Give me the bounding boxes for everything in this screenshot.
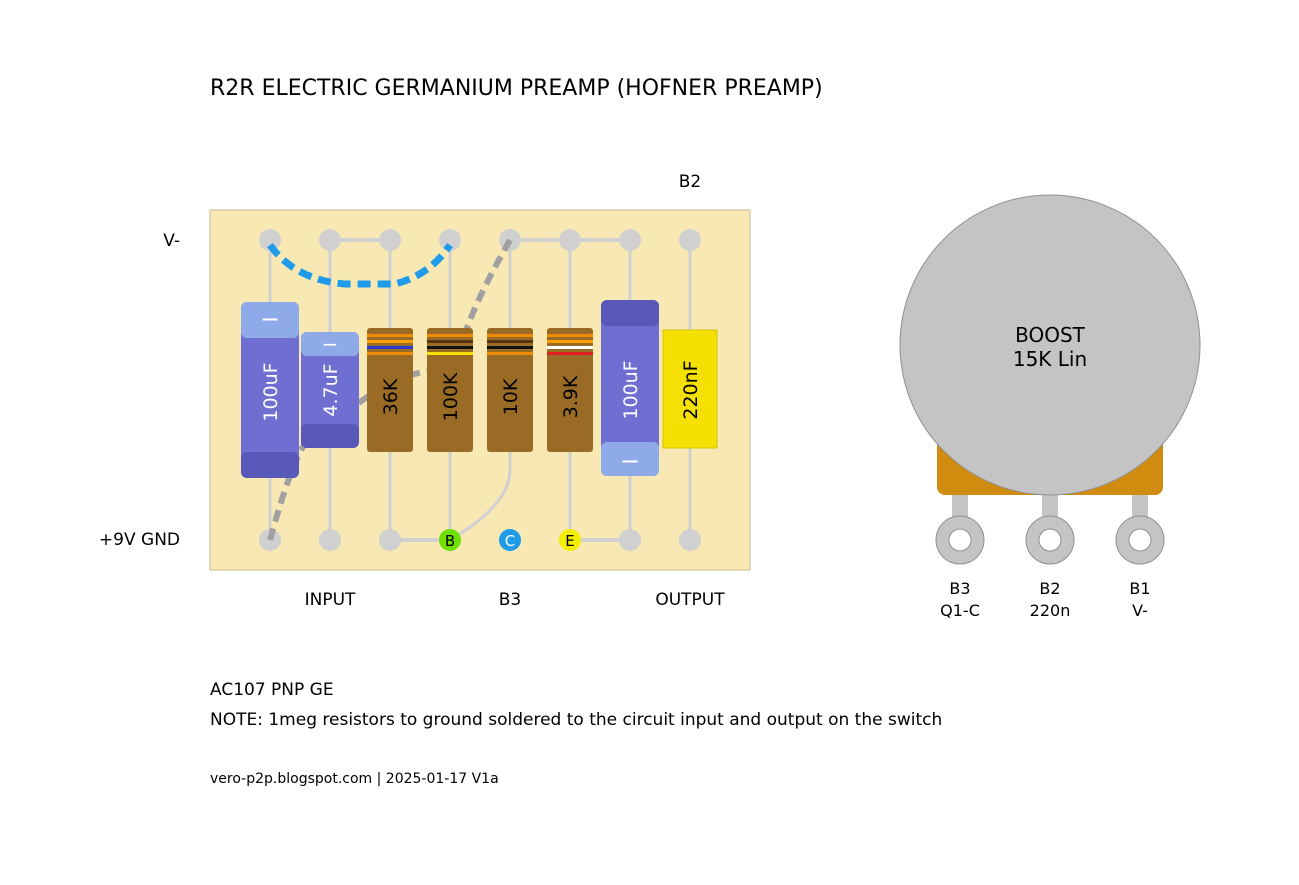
resistor-r4 (547, 328, 593, 452)
c1-polarity: − (260, 305, 280, 333)
label-b3: B3 (498, 590, 522, 610)
pot-lug-3-connection: V- (1132, 601, 1148, 620)
potentiometer: BOOST 15K Lin (899, 194, 1201, 565)
transistor-base-pad (439, 529, 461, 551)
r2-value: 100K (440, 372, 462, 421)
page-title: R2R ELECTRIC GERMANIUM PREAMP (HOFNER PR… (210, 76, 823, 101)
r4-value: 3.9K (560, 375, 582, 418)
r3-value: 10K (500, 378, 522, 415)
label-b2-top: B2 (678, 172, 702, 192)
label-v-minus: V- (163, 231, 180, 251)
resistor-r2 (427, 328, 473, 452)
transistor-base-label: B (445, 532, 455, 550)
label-gnd: +9V GND (98, 530, 180, 550)
pot-lug-2-label: B2 220n (1030, 578, 1071, 622)
c2-polarity: − (322, 332, 339, 356)
pot-body (899, 194, 1201, 496)
transistor-collector-label: C (505, 532, 515, 550)
transistor-emitter-label: E (565, 532, 574, 550)
pot-lug-1-label: B3 Q1-C (940, 578, 980, 622)
label-output: OUTPUT (655, 590, 725, 610)
transistor-type-note: AC107 PNP GE (210, 680, 334, 700)
c3-value: 100uF (620, 360, 642, 419)
resistor-r1 (367, 328, 413, 452)
r1-value: 36K (380, 378, 402, 415)
footer-credit: vero-p2p.blogspot.com | 2025-01-17 V1a (210, 771, 499, 787)
resistor-note: NOTE: 1meg resistors to ground soldered … (210, 710, 943, 730)
transistor-emitter-pad (559, 529, 581, 551)
pot-lug-3-name: B1 (1129, 579, 1151, 598)
pot-name: BOOST (1015, 323, 1086, 347)
pot-lug-2-connection: 220n (1029, 601, 1071, 620)
c1-value: 100uF (260, 362, 282, 421)
label-input: INPUT (304, 590, 356, 610)
pot-lug-1-connection: Q1-C (940, 601, 980, 620)
c2-value: 4.7uF (320, 363, 342, 416)
pot-lug-3-label: B1 V- (1129, 578, 1150, 622)
pot-value: 15K Lin (1013, 347, 1087, 371)
capacitor-c2 (301, 332, 359, 448)
resistor-r3 (487, 328, 533, 452)
c4-value: 220nF (680, 360, 702, 419)
pot-lug-1-name: B3 (949, 579, 971, 598)
capacitor-c4 (662, 329, 718, 449)
jumper-wire (267, 242, 453, 288)
pot-lug-2-name: B2 (1039, 579, 1061, 598)
capacitor-c1 (241, 302, 299, 478)
c3-polarity: − (620, 447, 640, 475)
capacitor-c3 (601, 300, 659, 476)
vero-board (209, 209, 751, 571)
transistor-collector-pad (499, 529, 521, 551)
